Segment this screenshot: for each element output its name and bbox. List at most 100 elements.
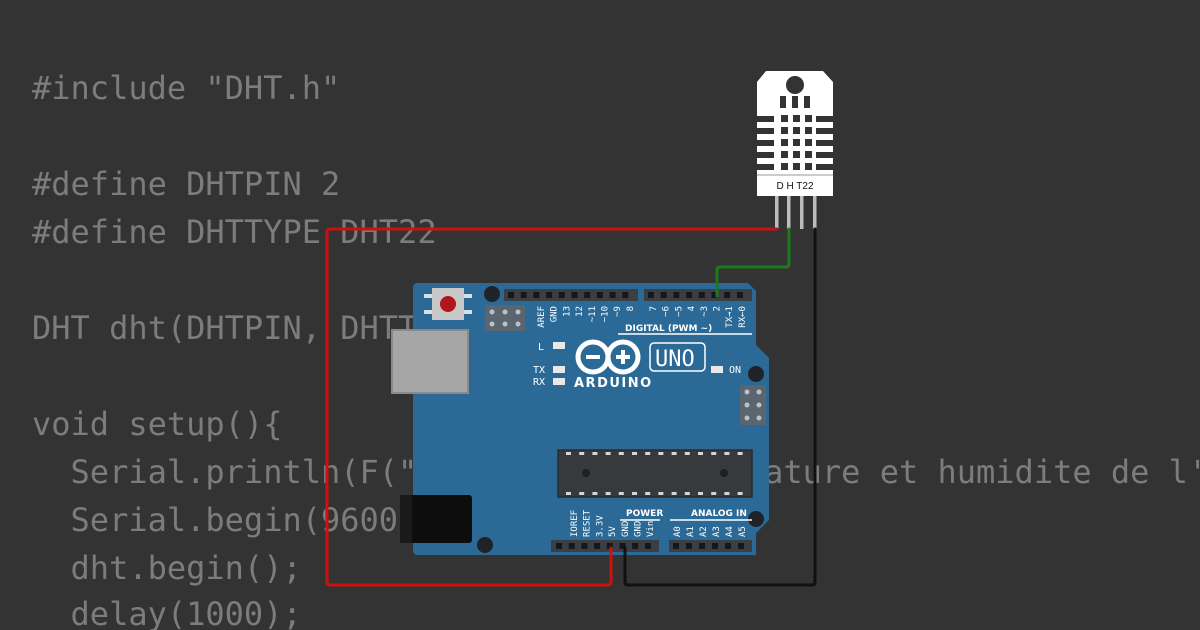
- header-pin-hole[interactable]: [673, 292, 680, 298]
- header-pin-hole[interactable]: [711, 292, 718, 298]
- header-pin-hole[interactable]: [546, 292, 553, 298]
- power-jack: [400, 495, 472, 543]
- header-pin-hole[interactable]: [673, 543, 679, 549]
- header-pin-hole[interactable]: [738, 543, 744, 549]
- header-pin-hole[interactable]: [724, 292, 731, 298]
- header-pin-hole[interactable]: [698, 292, 705, 298]
- sensor-pin: [813, 193, 817, 229]
- header-pin-hole[interactable]: [568, 543, 575, 549]
- header-pin-hole[interactable]: [581, 543, 588, 549]
- header-pin-hole[interactable]: [619, 543, 626, 549]
- sensor-grille-slot: [793, 115, 800, 122]
- mounting-hole: [748, 366, 764, 382]
- header-pin-hole[interactable]: [594, 543, 601, 549]
- icsp-pin: [744, 415, 750, 421]
- icsp-pin: [744, 402, 750, 408]
- analog-header-label: ANALOG IN: [691, 509, 747, 519]
- power-pin-label: Vin: [646, 521, 656, 537]
- chip-leg: [737, 452, 743, 455]
- chip-leg: [684, 452, 690, 455]
- header-pin-hole[interactable]: [686, 543, 692, 549]
- chip-leg: [645, 492, 651, 495]
- wire-data[interactable]: [715, 227, 791, 298]
- chip-leg: [671, 452, 677, 455]
- header-pin-hole[interactable]: [596, 292, 603, 298]
- sensor-grille-slot: [757, 152, 774, 158]
- header-pin-hole[interactable]: [644, 543, 651, 549]
- analog-pin-label: A4: [725, 526, 735, 537]
- chip-dot: [720, 469, 728, 477]
- header-pin-hole[interactable]: [571, 292, 578, 298]
- header-pin-hole[interactable]: [584, 292, 591, 298]
- header-pin-hole[interactable]: [622, 292, 629, 298]
- power-header-label: POWER: [626, 509, 663, 519]
- chip-leg: [566, 452, 571, 455]
- reset-button-leg: [424, 294, 432, 298]
- header-pin-hole[interactable]: [712, 543, 718, 549]
- header-pin-hole[interactable]: [660, 292, 667, 298]
- icsp-pin: [489, 309, 495, 315]
- chip-leg: [711, 492, 717, 495]
- digital-pin-label: 8: [626, 306, 636, 311]
- digital-pin-label: 4: [687, 306, 697, 311]
- header-pin-hole[interactable]: [508, 292, 514, 298]
- header-pin-hole[interactable]: [699, 543, 705, 549]
- sensor-grille-slot: [816, 164, 833, 170]
- sensor-grille-slot: [804, 96, 810, 108]
- code-line: dht.begin();: [32, 549, 302, 587]
- chip-leg: [618, 452, 624, 455]
- digital-pin-label: ~3: [700, 306, 710, 317]
- mounting-hole: [484, 286, 500, 302]
- chip-leg: [605, 492, 611, 495]
- header-pin-hole[interactable]: [609, 292, 616, 298]
- header-pin-hole[interactable]: [632, 543, 639, 549]
- icsp-pin: [756, 402, 762, 408]
- icsp-pin: [515, 321, 521, 327]
- led-on-label: ON: [729, 365, 741, 376]
- sensor-pin: [800, 193, 804, 229]
- chip-leg: [579, 452, 585, 455]
- sensor-grille-slot: [816, 116, 833, 122]
- chip-leg: [592, 452, 598, 455]
- chip-leg: [566, 492, 571, 495]
- sensor-grille-slot: [805, 127, 812, 134]
- sensor-grille-slot: [781, 163, 788, 170]
- header-pin-hole[interactable]: [520, 292, 527, 298]
- code-line: #define DHTTYPE DHT22: [32, 213, 437, 251]
- chip-leg: [658, 492, 664, 495]
- header-pin-hole[interactable]: [558, 292, 565, 298]
- wire-ground[interactable]: [623, 227, 817, 587]
- header-pin-hole[interactable]: [606, 543, 613, 549]
- microcontroller-chip: [557, 449, 753, 498]
- chip-leg: [698, 452, 703, 455]
- wire-5v[interactable]: [325, 227, 779, 587]
- header-pin-hole[interactable]: [686, 292, 693, 298]
- power-pin-label: 5V: [608, 526, 618, 537]
- power-jack-edge: [400, 495, 412, 543]
- chip-leg: [737, 492, 743, 495]
- chip-leg: [724, 452, 730, 455]
- chip-leg: [711, 452, 717, 455]
- sensor-grille-slot: [805, 151, 812, 158]
- model-label: UNO: [655, 347, 695, 372]
- icsp-pin: [756, 389, 762, 395]
- analog-pin-label: A5: [738, 526, 748, 537]
- dht22-sensor[interactable]: D H T22: [757, 71, 833, 229]
- sensor-grille-slot: [816, 140, 833, 146]
- header-pin-hole[interactable]: [533, 292, 540, 298]
- mounting-hole: [477, 537, 493, 553]
- led-tx-label: TX: [533, 365, 545, 376]
- reset-button-leg: [464, 294, 472, 298]
- sensor-grille-slot: [781, 115, 788, 122]
- header-pin-hole[interactable]: [648, 292, 654, 298]
- code-line: Serial.begin(9600);: [32, 501, 437, 539]
- sensor-grille-slot: [757, 116, 774, 122]
- sensor-grille-slot: [781, 139, 788, 146]
- header-pin-hole[interactable]: [556, 543, 562, 549]
- header-pin-hole[interactable]: [725, 543, 731, 549]
- header-pin-hole[interactable]: [736, 292, 743, 298]
- analog-pin-label: A3: [712, 526, 722, 537]
- chip-leg: [724, 492, 730, 495]
- power-pin-label: 3.3V: [595, 515, 605, 537]
